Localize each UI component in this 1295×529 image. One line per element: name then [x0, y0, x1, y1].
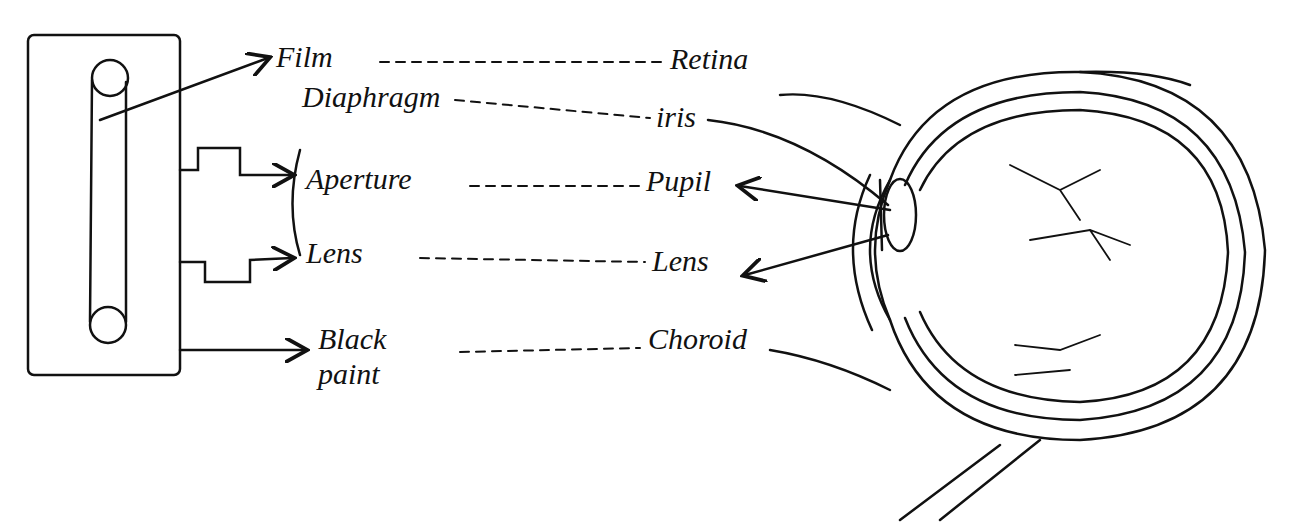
part-name: Diaphragm: [302, 80, 440, 115]
pointer-arrow: [180, 148, 292, 175]
part-name: Film: [276, 40, 333, 75]
pointer-arrow: [180, 349, 305, 352]
film-roll: [90, 307, 126, 343]
dashed-link: [455, 100, 650, 118]
part-name: Choroid: [648, 322, 747, 357]
pointer-arrow: [180, 258, 292, 282]
film-strip: [90, 80, 92, 322]
film-roll: [92, 60, 128, 96]
dashed-link: [420, 258, 645, 262]
part-name: Lens: [652, 244, 709, 279]
camera-body: [28, 35, 180, 375]
part-name: Pupil: [646, 164, 711, 199]
part-name: Aperture: [306, 162, 412, 197]
dashed-link: [380, 61, 665, 63]
pointer-arrow: [100, 58, 268, 120]
dashed-link: [470, 185, 640, 187]
part-name: Black paint: [318, 322, 438, 391]
pointer-arrow: [745, 235, 888, 275]
eye-drawing: [853, 72, 1265, 520]
part-name: iris: [656, 100, 696, 135]
part-name: Retina: [670, 42, 748, 77]
dashed-link: [460, 348, 640, 352]
part-name: Lens: [306, 236, 363, 271]
leader-line: [780, 94, 900, 125]
bracket: [293, 150, 301, 255]
pointer-arrow: [740, 186, 890, 210]
film-strip: [125, 82, 128, 322]
leader-line: [770, 350, 890, 390]
leader-line: [708, 120, 888, 205]
